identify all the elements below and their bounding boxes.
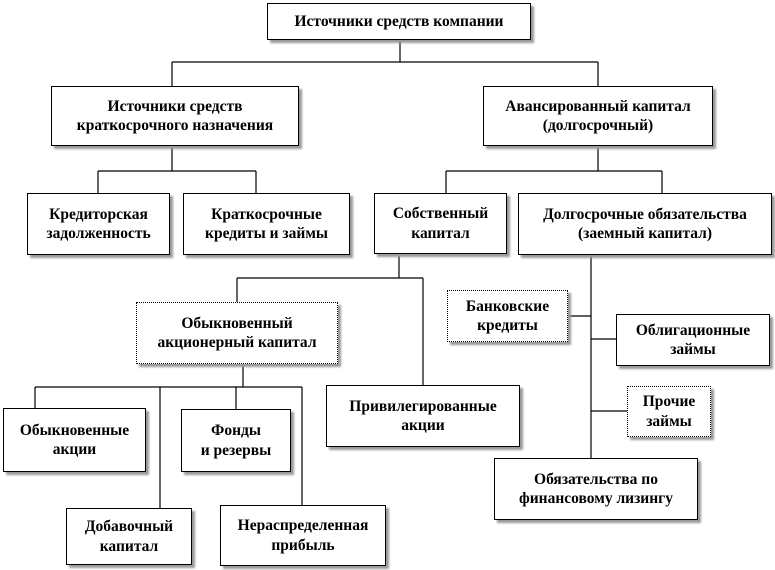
node-short-term-sources-label: Источники средств краткосрочного назначе… [76,97,274,134]
node-leasing-label: Обязательства по финансовому лизингу [519,470,673,507]
node-advanced-capital: Авансированный капитал (долгосрочный) [483,86,713,146]
node-bond-loans-label: Облигационные займы [635,321,751,358]
node-short-term-loans-label: Краткосрочные кредиты и займы [205,205,328,242]
node-additional-capital: Добавочный капитал [66,508,192,565]
node-common-shares: Обыкновенные акции [3,408,146,472]
node-bond-loans: Облигационные займы [616,314,770,366]
node-preferred-shares-label: Привилегированные акции [349,397,497,434]
node-common-equity-label: Обыкновенный акционерный капитал [157,314,317,351]
node-long-term-liabilities: Долгосрочные обязательства (заемный капи… [518,193,772,255]
node-long-term-liabilities-label: Долгосрочные обязательства (заемный капи… [543,205,747,242]
node-root-label: Источники средств компании [294,12,504,30]
node-funds-reserves-label: Фонды и резервы [200,422,272,459]
node-preferred-shares: Привилегированные акции [326,385,520,447]
node-retained-earnings-label: Нераспределенная прибыль [237,517,369,554]
node-accounts-payable-label: Кредиторская задолженность [46,205,151,242]
node-accounts-payable: Кредиторская задолженность [27,193,170,255]
node-equity: Собственный капитал [374,193,507,254]
node-root: Источники средств компании [267,3,531,40]
node-retained-earnings: Нераспределенная прибыль [220,505,386,566]
node-equity-label: Собственный капитал [392,205,489,242]
node-short-term-loans: Краткосрочные кредиты и займы [183,193,350,255]
node-additional-capital-label: Добавочный капитал [84,518,174,555]
node-bank-loans: Банковские кредиты [447,290,568,342]
node-funds-reserves: Фонды и резервы [181,409,291,472]
node-other-loans-label: Прочие займы [642,393,696,430]
node-bank-loans-label: Банковские кредиты [465,297,550,334]
node-advanced-capital-label: Авансированный капитал (долгосрочный) [505,97,691,134]
node-other-loans: Прочие займы [627,386,711,437]
node-common-equity: Обыкновенный акционерный капитал [136,302,338,364]
node-short-term-sources: Источники средств краткосрочного назначе… [51,86,299,146]
node-common-shares-label: Обыкновенные акции [19,421,130,458]
node-leasing: Обязательства по финансовому лизингу [494,458,698,520]
